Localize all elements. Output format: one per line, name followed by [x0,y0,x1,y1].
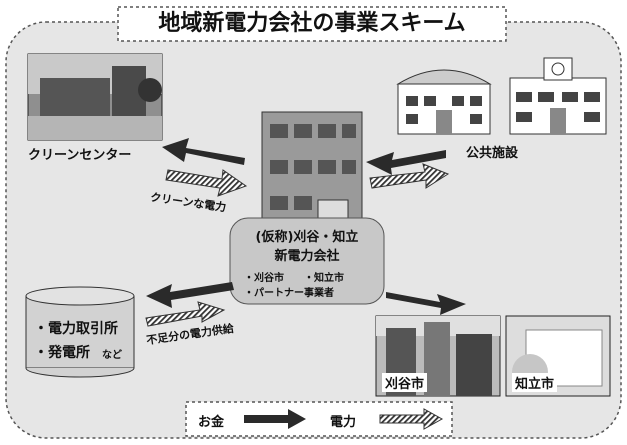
chiryu-city-label: 知立市 [512,373,558,392]
clean-center-label: クリーンセンター [28,148,132,163]
money-arrow-from-public [366,150,446,175]
clean-center-photo [27,53,163,141]
public-facilities-icon [396,57,607,135]
company-name-line2: 新電力会社 [274,249,340,264]
kariya-city-label: 刈谷市 [382,373,428,392]
member-partners: ・パートナー事業者 [244,288,334,299]
company-building [261,111,363,233]
money-arrow-to-clean-center [162,138,245,165]
member-kariya: ・刈谷市 [244,273,284,284]
legend-money-arrow [244,409,306,429]
money-arrow-to-exchange [146,282,234,308]
legend-power-label: 電力 [330,415,357,430]
legend-power-arrow [379,408,444,430]
legend-money-label: お金 [198,415,225,430]
power-arrow-to-public [369,163,450,189]
public-facilities-label: 公共施設 [466,146,519,161]
kariya-city-photo [375,315,501,397]
title-box [117,6,507,42]
exchange-item-2: ・発電所 [34,345,90,361]
power-arrow-from-exchange [145,301,226,327]
exchange-cylinder [25,286,135,378]
member-chiryu: ・知立市 [304,273,344,284]
power-arrow-from-clean-center [165,169,248,197]
company-box [229,217,385,305]
page-title: 地域新電力会社の事業スキーム [158,11,466,36]
money-arrow-to-cities [386,292,466,315]
company-name-line1: (仮称)刈谷・知立 [255,230,359,245]
exchange-item-2-suffix: など [102,350,122,361]
exchange-item-1: ・電力取引所 [34,321,118,337]
